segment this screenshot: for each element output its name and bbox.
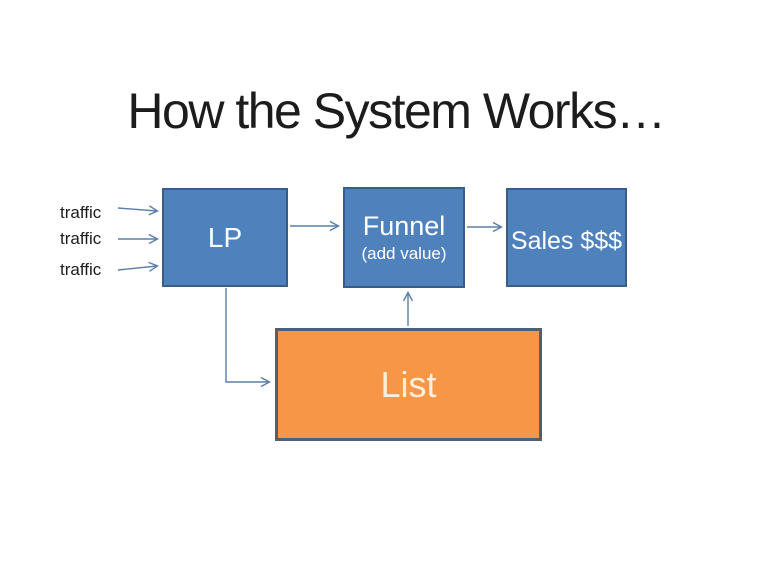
funnel-box-sublabel: (add value) — [361, 244, 447, 263]
arrow-traffic-3 — [117, 261, 159, 272]
list-box-label: List — [380, 363, 437, 405]
traffic-label-3: traffic — [60, 260, 102, 279]
arrow-traffic-1 — [117, 205, 159, 216]
lp-box: LP — [162, 188, 288, 287]
traffic-label-1: traffic — [60, 203, 102, 222]
traffic-label-2: traffic — [60, 229, 102, 248]
lp-box-label: LP — [207, 221, 243, 253]
funnel-box-label: Funnel — [362, 211, 446, 241]
sales-box-label: Sales $$$ — [510, 227, 623, 255]
slide-title: How the System Works… — [127, 83, 666, 139]
sales-box: Sales $$$ — [506, 188, 627, 287]
funnel-box: Funnel (add value) — [343, 187, 465, 288]
list-box: List — [275, 328, 542, 441]
arrow-lp-to-list — [225, 288, 271, 388]
